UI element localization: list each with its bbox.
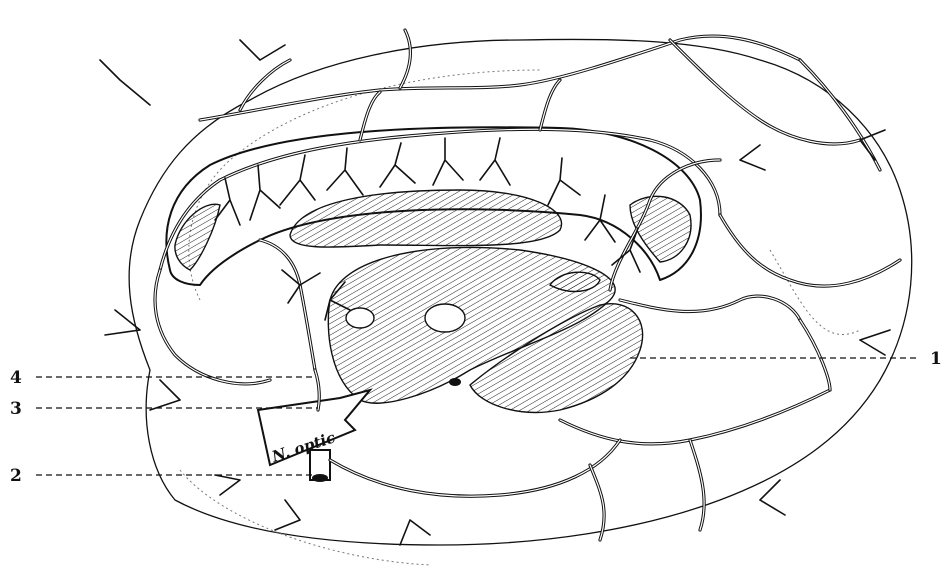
anterior-hatched <box>175 204 220 270</box>
aqueduct-dot <box>449 378 461 386</box>
leader-lines <box>36 358 920 475</box>
optic-nerve: N. optic <box>258 390 370 482</box>
fornix-hatched <box>290 190 562 247</box>
marker-4: 4 <box>10 368 22 388</box>
marker-3: 3 <box>10 399 22 419</box>
marker-2: 2 <box>10 466 22 486</box>
marker-1: 1 <box>930 349 942 369</box>
interthalamic-adhesion <box>425 304 465 332</box>
posterior-hatched <box>630 196 691 262</box>
anterior-commissure <box>346 308 374 328</box>
